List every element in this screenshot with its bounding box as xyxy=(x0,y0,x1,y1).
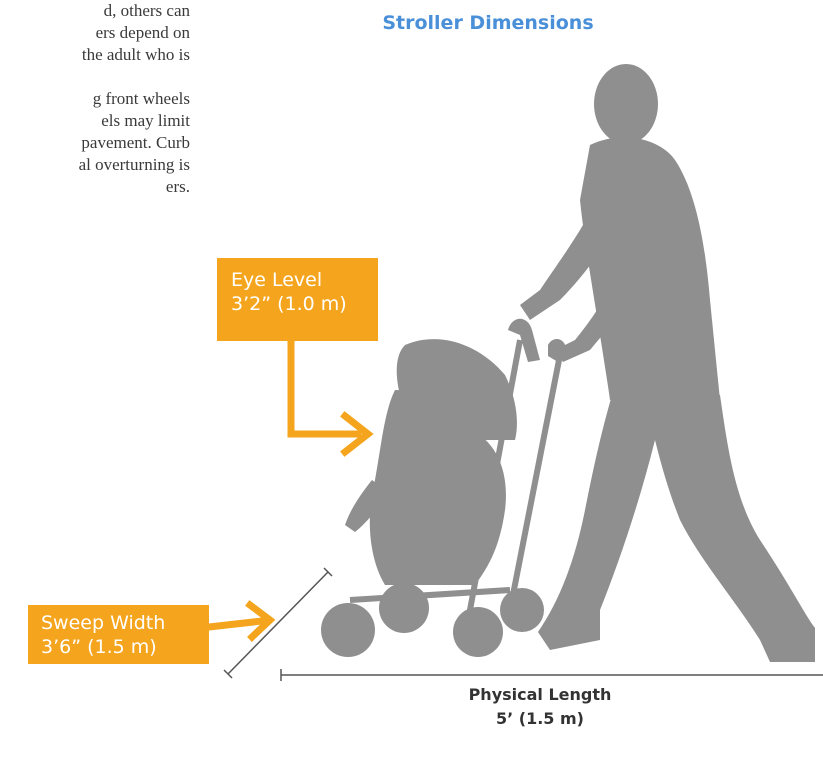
eye-level-label: Eye Level xyxy=(231,268,368,292)
sweep-width-value: 3’6” (1.5 m) xyxy=(41,635,199,659)
stroller-frame xyxy=(510,355,560,610)
stroller-silhouette xyxy=(321,319,566,657)
stroller-wheel xyxy=(453,607,503,657)
physical-length-value: 5’ (1.5 m) xyxy=(440,707,640,731)
stroller-handle xyxy=(508,319,540,362)
person-torso xyxy=(580,137,720,410)
stroller-wheel xyxy=(500,588,544,632)
physical-length-label: Physical Length xyxy=(440,683,640,707)
sweep-width-label: Sweep Width xyxy=(41,611,199,635)
eye-level-value: 3’2” (1.0 m) xyxy=(231,292,368,316)
person-head xyxy=(594,64,658,144)
eye-level-callout: Eye Level 3’2” (1.0 m) xyxy=(217,258,378,341)
physical-length-measure-line xyxy=(281,669,823,681)
stroller-frame xyxy=(350,590,510,600)
person-silhouette xyxy=(520,64,815,662)
stroller-wheel xyxy=(321,603,375,657)
arrow-right-icon xyxy=(291,340,368,452)
physical-length-callout: Physical Length 5’ (1.5 m) xyxy=(440,683,640,731)
person-legs xyxy=(538,395,815,662)
arrow-right-icon xyxy=(209,605,270,637)
stroller-wheel xyxy=(379,583,429,633)
sweep-width-callout: Sweep Width 3’6” (1.5 m) xyxy=(28,605,209,664)
